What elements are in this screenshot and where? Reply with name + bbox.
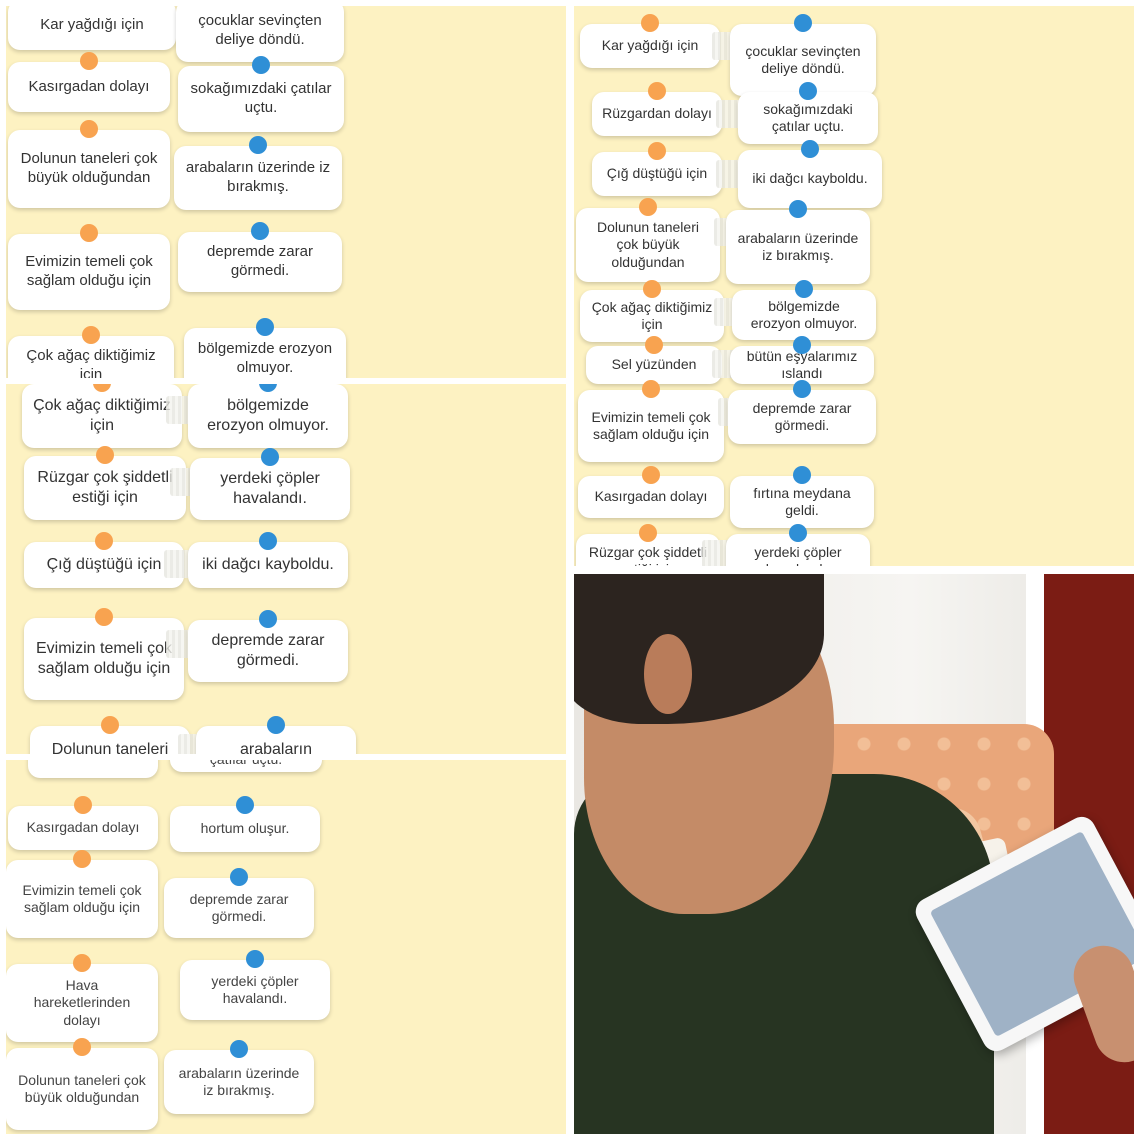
effect-handle-icon[interactable] xyxy=(793,380,811,398)
effect-handle-icon[interactable] xyxy=(801,140,819,158)
cause-card[interactable]: Evimizin temeli çok sağlam olduğu için xyxy=(6,850,158,938)
effect-card[interactable]: arabaların üzerinde iz bırakmış. xyxy=(174,136,342,210)
cause-card[interactable]: Dolunun taneleri çok büyük olduğundan xyxy=(8,120,170,208)
cause-handle-icon[interactable] xyxy=(93,384,111,392)
cause-handle-icon[interactable] xyxy=(80,52,98,70)
effect-card[interactable]: bölgemizde erozyon olmuyor. xyxy=(184,318,346,378)
cause-card[interactable]: Evimizin temeli çok sağlam olduğu için xyxy=(8,224,170,310)
effect-card[interactable]: yerdeki çöpler havalandı. xyxy=(190,448,350,520)
effect-handle-icon[interactable] xyxy=(230,868,248,886)
effect-handle-icon[interactable] xyxy=(249,136,267,154)
cause-handle-icon[interactable] xyxy=(95,608,113,626)
cause-handle-icon[interactable] xyxy=(639,198,657,216)
panel-top-right: Kar yağdığı için çocuklar sevinçten deli… xyxy=(574,6,1134,566)
cause-handle-icon[interactable] xyxy=(101,716,119,734)
cause-handle-icon[interactable] xyxy=(643,280,661,298)
cause-card[interactable]: Dolunun taneleri çok büyük olduğundan xyxy=(576,198,720,282)
effect-handle-icon[interactable] xyxy=(256,318,274,336)
cause-card[interactable]: Dolunun taneleri çok büyük olduğundan xyxy=(6,1038,158,1130)
cause-card[interactable]: Hava hareketlerinden dolayı xyxy=(6,954,158,1042)
effect-card[interactable]: yerdeki çöpler havalandı. xyxy=(180,950,330,1020)
cause-handle-icon[interactable] xyxy=(73,1038,91,1056)
effect-handle-icon[interactable] xyxy=(259,532,277,550)
cause-handle-icon[interactable] xyxy=(645,336,663,354)
cause-handle-icon[interactable] xyxy=(80,120,98,138)
effect-card[interactable]: bölgemizde erozyon olmuyor. xyxy=(188,384,348,448)
effect-card[interactable]: depremde zarar görmedi. xyxy=(164,868,314,938)
child-ear xyxy=(644,634,692,714)
cause-handle-icon[interactable] xyxy=(80,224,98,242)
effect-card[interactable]: arabaların üzerinde iz bırakmış. xyxy=(726,200,870,284)
effect-handle-icon[interactable] xyxy=(230,1040,248,1058)
panel-middle-left: Çok ağaç diktiğimiz için bölgemizde eroz… xyxy=(6,384,566,754)
cause-handle-icon[interactable] xyxy=(641,14,659,32)
effect-card[interactable]: iki dağcı kayboldu. xyxy=(188,532,348,588)
cause-card[interactable]: Kasırgadan dolayı xyxy=(578,466,724,518)
cause-card[interactable]: Dolunun taneleri xyxy=(30,716,190,754)
effect-handle-icon[interactable] xyxy=(261,448,279,466)
cause-card[interactable]: Çok ağaç diktiğimiz için xyxy=(8,326,174,378)
cause-card[interactable]: Çığ düştüğü için xyxy=(592,142,722,196)
effect-card[interactable]: sokağımızdaki çatılar uçtu. xyxy=(738,82,878,144)
cause-handle-icon[interactable] xyxy=(73,850,91,868)
cause-card[interactable]: Kar yağdığı için xyxy=(8,6,176,50)
cause-card[interactable]: Çok ağaç diktiğimiz için xyxy=(580,280,724,342)
effect-card[interactable]: depremde zarar görmedi. xyxy=(178,222,342,292)
cause-handle-icon[interactable] xyxy=(648,142,666,160)
effect-handle-icon[interactable] xyxy=(789,524,807,542)
effect-card[interactable]: arabaların üzerinde iz bırakmış. xyxy=(164,1040,314,1114)
cause-card[interactable]: Çığ düştüğü için xyxy=(24,532,184,588)
cause-handle-icon[interactable] xyxy=(642,380,660,398)
effect-card[interactable]: yerdeki çöpler havalandı. xyxy=(726,524,870,566)
effect-card[interactable]: arabaların xyxy=(196,716,356,754)
effect-handle-icon[interactable] xyxy=(252,56,270,74)
effect-handle-icon[interactable] xyxy=(251,222,269,240)
cause-card[interactable]: Evimizin temeli çok sağlam olduğu için xyxy=(578,380,724,462)
effect-handle-icon[interactable] xyxy=(794,14,812,32)
cause-card[interactable]: Rüzgardan dolayı xyxy=(592,82,722,136)
cause-card[interactable]: Rüzgar çok şiddetli estiği için xyxy=(576,524,720,566)
effect-card[interactable]: bölgemizde erozyon olmuyor. xyxy=(732,280,876,340)
effect-handle-icon[interactable] xyxy=(795,280,813,298)
effect-card[interactable]: fırtına meydana geldi. xyxy=(730,466,874,528)
panel-bottom-left: çatılar uçtu. Kasırgadan dolayı hortum o… xyxy=(6,760,566,1134)
cause-handle-icon[interactable] xyxy=(74,796,92,814)
effect-card[interactable]: çocuklar sevinçten deliye döndü. xyxy=(730,14,876,96)
effect-handle-icon[interactable] xyxy=(799,82,817,100)
cause-handle-icon[interactable] xyxy=(82,326,100,344)
cause-card[interactable]: Kasırgadan dolayı xyxy=(8,796,158,850)
cause-handle-icon[interactable] xyxy=(73,954,91,972)
cause-card[interactable]: Kasırgadan dolayı xyxy=(8,52,170,112)
effect-card[interactable]: depremde zarar görmedi. xyxy=(188,610,348,682)
effect-card[interactable]: çocuklar sevinçten deliye döndü. xyxy=(176,6,344,62)
effect-handle-icon[interactable] xyxy=(259,384,277,392)
effect-card[interactable]: depremde zarar görmedi. xyxy=(728,380,876,444)
cause-card[interactable]: Rüzgar çok şiddetli estiği için xyxy=(24,446,186,520)
effect-handle-icon[interactable] xyxy=(267,716,285,734)
effect-handle-icon[interactable] xyxy=(259,610,277,628)
cause-handle-icon[interactable] xyxy=(648,82,666,100)
cause-card[interactable] xyxy=(28,760,158,778)
effect-handle-icon[interactable] xyxy=(236,796,254,814)
effect-handle-icon[interactable] xyxy=(246,950,264,968)
panel-top-left: Kar yağdığı için çocuklar sevinçten deli… xyxy=(6,6,566,378)
effect-card[interactable]: hortum oluşur. xyxy=(170,796,320,852)
effect-handle-icon[interactable] xyxy=(789,200,807,218)
cause-handle-icon[interactable] xyxy=(95,532,113,550)
effect-card[interactable]: iki dağcı kayboldu. xyxy=(738,140,882,208)
cause-handle-icon[interactable] xyxy=(96,446,114,464)
cause-handle-icon[interactable] xyxy=(642,466,660,484)
cause-card[interactable]: Kar yağdığı için xyxy=(580,14,720,68)
cause-card[interactable]: Sel yüzünden xyxy=(586,336,722,384)
cause-card[interactable]: Çok ağaç diktiğimiz için xyxy=(22,384,182,448)
effect-handle-icon[interactable] xyxy=(793,466,811,484)
effect-handle-icon[interactable] xyxy=(793,336,811,354)
cause-handle-icon[interactable] xyxy=(639,524,657,542)
photo-child-with-tablet xyxy=(574,574,1134,1134)
cause-card[interactable]: Evimizin temeli çok sağlam olduğu için xyxy=(24,608,184,700)
effect-card[interactable]: sokağımızdaki çatılar uçtu. xyxy=(178,56,344,132)
effect-card[interactable]: çatılar uçtu. xyxy=(170,760,322,772)
effect-card[interactable]: bütün eşyalarımız ıslandı xyxy=(730,336,874,384)
